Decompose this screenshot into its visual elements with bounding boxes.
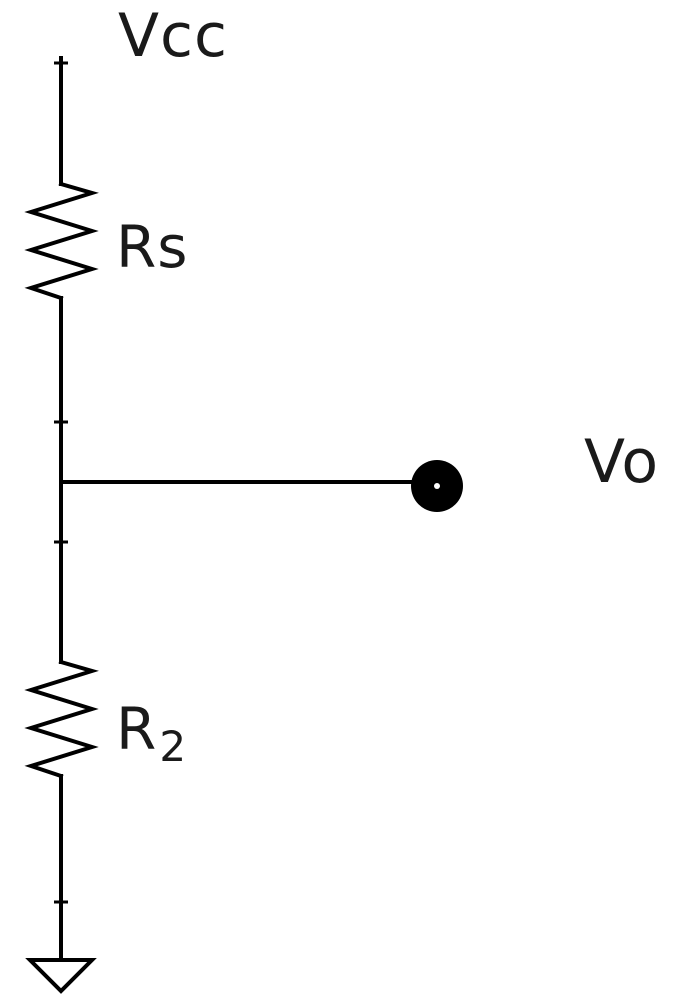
r2-label-main: R (116, 695, 158, 763)
vcc-label: Vcc (118, 1, 229, 71)
vo-label: Vo (584, 427, 660, 497)
vcc-terminal (54, 56, 68, 186)
rs-label: Rs (116, 213, 189, 281)
ground-symbol (25, 958, 97, 994)
resistor-rs (24, 181, 99, 301)
r2-label: R2 (116, 700, 187, 768)
r2-label-subscript: 2 (159, 722, 188, 771)
vo-output-terminal (411, 460, 463, 512)
resistor-r2 (24, 659, 99, 779)
